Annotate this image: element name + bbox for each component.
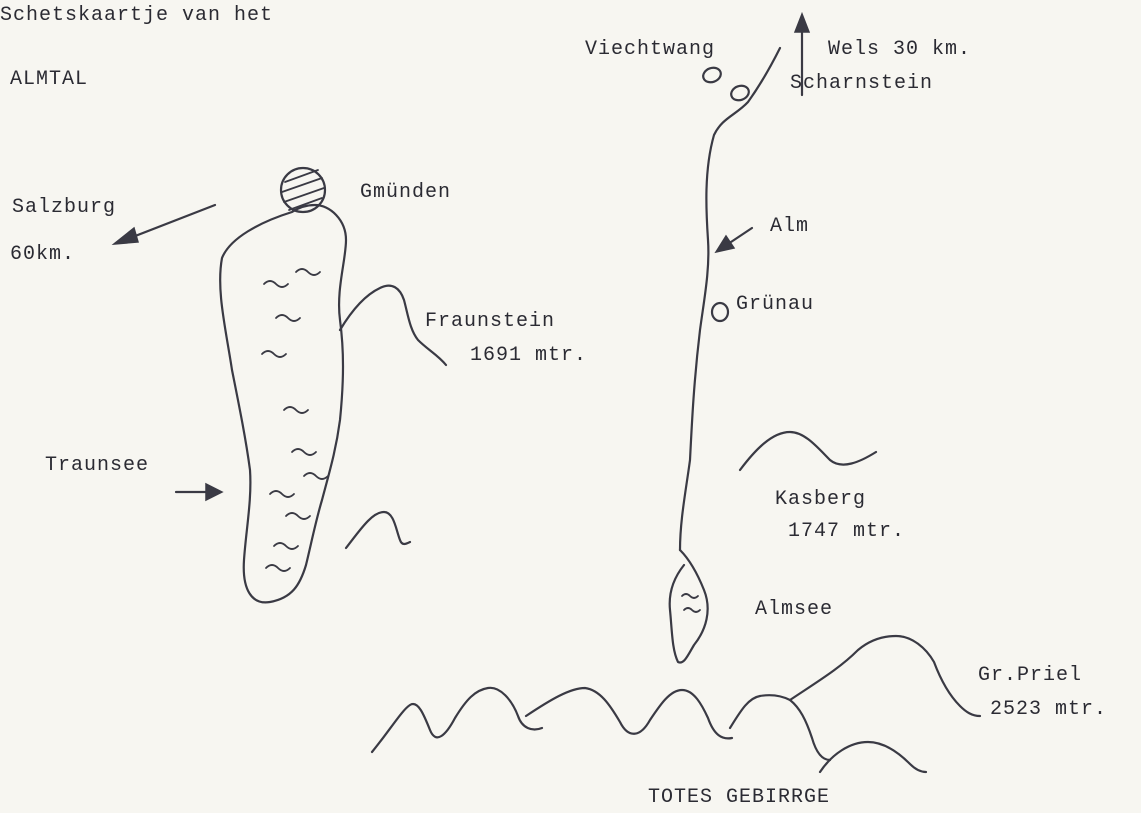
label-wels: Wels 30 km. (828, 38, 972, 61)
almsee-waves (681, 593, 701, 613)
label-fraunstein: Fraunstein (425, 310, 556, 333)
traunsee-lake (219, 203, 348, 604)
small-hill (344, 510, 412, 550)
map-title-line2: ALMTAL (10, 68, 89, 91)
label-alm: Alm (770, 215, 810, 238)
wels-arrow (793, 11, 811, 97)
almsee-lake (668, 548, 709, 664)
alm-river (678, 46, 782, 552)
label-grpriel: Gr.Priel (978, 664, 1083, 687)
label-grpriel-height: 2523 mtr. (990, 698, 1108, 721)
scharnstein-marker (730, 84, 750, 102)
label-traunsee: Traunsee (45, 454, 150, 477)
map-title-line1: Schetskaartje van het (0, 4, 274, 27)
fraunstein-ridge (338, 284, 448, 367)
alm-arrow (714, 226, 754, 254)
traunsee-waves (261, 268, 329, 572)
label-grunau: Grünau (736, 293, 815, 316)
salzburg-arrow (111, 203, 217, 245)
label-kasberg-height: 1747 mtr. (788, 520, 906, 543)
label-gmunden: Gmünden (360, 181, 452, 204)
label-salzburg-distance: 60km. (10, 243, 76, 266)
label-kasberg: Kasberg (775, 488, 867, 511)
label-viechtwang: Viechtwang (585, 38, 716, 61)
label-scharnstein: Scharnstein (790, 72, 934, 95)
label-fraunstein-height: 1691 mtr. (470, 344, 588, 367)
kasberg-ridge (738, 430, 878, 472)
label-almsee: Almsee (755, 598, 834, 621)
gmunden-marker (279, 166, 327, 214)
totes-gebirge-ridges (370, 634, 982, 774)
viechtwang-marker (702, 66, 722, 84)
grunau-marker (710, 301, 730, 323)
label-totes-gebirge: TOTES GEBIRRGE (648, 786, 831, 809)
traunsee-arrow (174, 482, 224, 502)
label-salzburg: Salzburg (12, 196, 117, 219)
